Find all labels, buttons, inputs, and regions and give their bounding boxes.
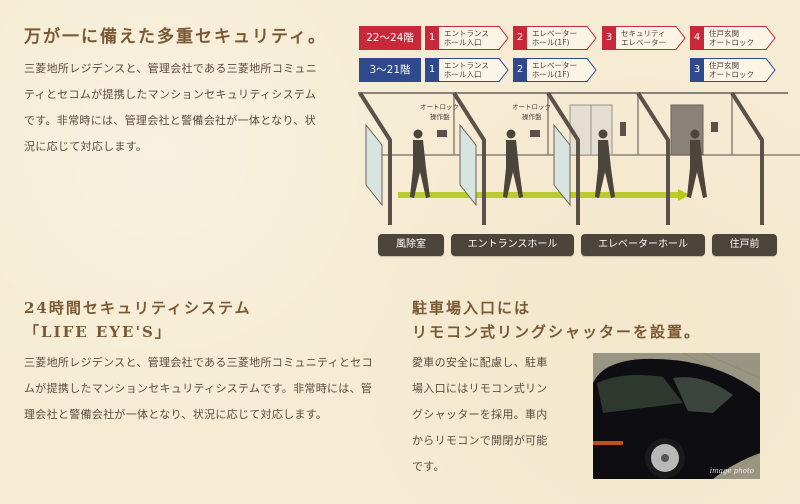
step-arrow-shape-icon [690,26,776,50]
step-arrow-shape-icon [690,58,776,82]
section-title-life-eyes: 24時間セキュリティシステム 「LIFE EYE'S」 [24,296,252,344]
step-arrow-shape-icon [602,26,686,50]
security-flow-illustration: オートロック 操作盤 オートロック 操作盤 [358,90,800,230]
text-line: 況に応じて対応します。 [24,140,148,153]
step-number: 3 [605,32,613,43]
text-line: 愛車の安全に配慮し、駐車 [412,356,548,369]
title-line: リモコン式リングシャッターを設置。 [412,323,702,341]
zone-label-elevator-hall: エレベーターホール [581,234,705,256]
section-description-life-eyes: 三菱地所レジデンスと、管理会社である三菱地所コミュニティとセコ ムが提携したマン… [24,350,394,428]
title-line: 24時間セキュリティシステム [24,299,252,317]
step-number: 2 [516,32,524,43]
step-arrow-shape-icon [425,58,509,82]
title-line: 「LIFE EYE'S」 [24,323,172,341]
text-line: ムが提携したマンションセキュリティシステムです。非常時には、管 [24,382,373,395]
zone-label-entrance-hall: エントランスホール [451,234,574,256]
svg-text:操作盤: 操作盤 [430,112,450,121]
step-arrow-shape-icon [513,26,597,50]
black-sports-car-icon [593,353,760,479]
step-number: 3 [693,64,701,75]
section-description-multi-security: 三菱地所レジデンスと、管理会社である三菱地所コミュニ ティとセコムが提携したマン… [24,56,330,160]
step-label: 住戸玄関 オートロック [709,29,754,47]
zone-label-vestibule: 風除室 [378,234,444,256]
section-title-parking-shutter: 駐車場入口には リモコン式リングシャッターを設置。 [412,296,701,344]
person-silhouette-icon [410,129,707,198]
step-number: 2 [516,64,524,75]
step-number: 1 [428,64,436,75]
step-label: セキュリティ エレベーター [621,29,666,47]
title-line: 駐車場入口には [412,299,532,317]
step-label: 住戸玄関 オートロック [709,61,754,79]
text-line: 理会社と警備会社が一体となり、状況に応じて対応します。 [24,408,328,421]
step-label: エントランス ホール入口 [444,61,489,79]
step-label: エレベーター ホール(1F) [532,61,577,79]
step-arrow-shape-icon [513,58,597,82]
text-line: 三菱地所レジデンスと、管理会社である三菱地所コミュニ [24,62,318,75]
step-label: エントランス ホール入口 [444,29,489,47]
section-description-parking-shutter: 愛車の安全に配慮し、駐車 場入口にはリモコン式リン グシャッターを採用。車内 か… [412,350,562,480]
text-line: ティとセコムが提携したマンションセキュリティシステム [24,88,317,101]
floor-range-badge: 3〜21階 [359,58,421,82]
text-line: です。 [412,460,445,473]
zone-label-unit-front: 住戸前 [712,234,777,256]
text-line: です。非常時には、管理会社と警備会社が一体となり、状 [24,114,316,127]
floor-range-badge: 22〜24階 [359,26,421,50]
svg-text:操作盤: 操作盤 [522,112,542,121]
step-number: 1 [428,32,436,43]
svg-text:オートロック: オートロック [512,103,551,111]
text-line: グシャッターを採用。車内 [412,408,548,421]
building-corridor-illustration: オートロック 操作盤 オートロック 操作盤 [358,91,800,225]
text-line: からリモコンで開閉が可能 [412,434,548,447]
text-line: 場入口にはリモコン式リン [412,382,548,395]
text-line: 三菱地所レジデンスと、管理会社である三菱地所コミュニティとセコ [24,356,373,369]
photo-caption: image photo [709,467,754,475]
svg-text:オートロック: オートロック [420,103,459,111]
car-image-photo: image photo [593,353,760,479]
step-number: 4 [693,32,701,43]
section-title-multi-security: 万が一に備えた多重セキュリティ。 [24,27,327,47]
step-arrow-shape-icon [425,26,509,50]
step-label: エレベーター ホール(1F) [532,29,577,47]
